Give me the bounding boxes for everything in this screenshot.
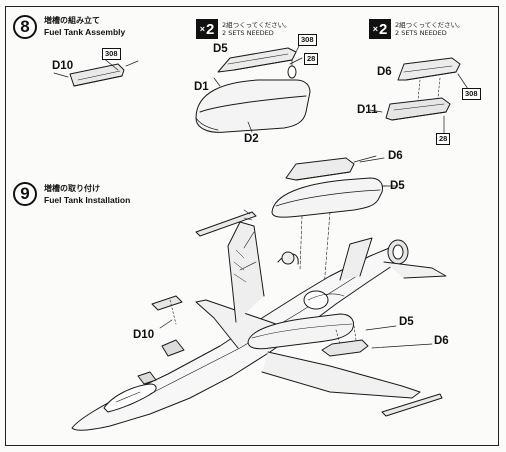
part-label-d6-lower: D6 (434, 335, 449, 347)
step-9-title-jp: 増槽の取り付け (44, 184, 100, 193)
step-8-title-jp: 増槽の組み立て (44, 16, 100, 25)
sets-note-jp-right: 2組つくってください。 (395, 21, 464, 29)
sets-note-en-centre: 2 SETS NEEDED (222, 29, 274, 37)
d10-pylon-drawing (53, 56, 139, 87)
part-label-d6-step8: D6 (377, 66, 392, 78)
part-label-d5-step8: D5 (213, 43, 228, 55)
leader-lines (159, 157, 387, 329)
part-label-d10-step8: D10 (52, 60, 74, 72)
d6-pylon-drawing (397, 57, 471, 93)
d1-d2-fuel-tank-drawing (195, 59, 311, 133)
page-border (5, 6, 499, 446)
sets-note-jp-centre: 2組つくってください。 (222, 21, 291, 29)
part-label-d5-upper: D5 (390, 180, 405, 192)
part-label-d10-step9: D10 (133, 329, 155, 341)
part-label-d2: D2 (244, 133, 259, 145)
part-label-d1: D1 (194, 81, 209, 93)
multiplier-badge-centre: ×2 (196, 19, 218, 39)
callout-308-d6: 308 (462, 88, 481, 100)
step-9-title-en: Fuel Tank Installation (44, 195, 131, 205)
part-label-d6-upper: D6 (388, 150, 403, 162)
multiplier-symbol: × (372, 24, 378, 34)
step-8-title-en: Fuel Tank Assembly (44, 27, 126, 37)
multiplier-symbol: × (199, 24, 205, 34)
upper-d6-pylon-drawing (285, 155, 377, 181)
part-label-d5-lower: D5 (399, 316, 414, 328)
callout-308-d5: 308 (298, 34, 317, 46)
step-9-badge: 9 (13, 182, 37, 206)
callout-28-d5: 28 (304, 53, 319, 65)
d11-pylon-drawing (369, 77, 451, 137)
step-8-badge: 8 (13, 15, 37, 39)
multiplier-count: 2 (378, 20, 388, 38)
multiplier-badge-right: ×2 (369, 19, 391, 39)
callout-308-d10: 308 (102, 48, 121, 60)
multiplier-count: 2 (205, 20, 215, 38)
callout-28-d11: 28 (436, 133, 451, 145)
f18-aircraft-drawing (71, 209, 447, 431)
sets-note-en-right: 2 SETS NEEDED (395, 29, 447, 37)
upper-d5-fuel-tank-drawing (271, 177, 399, 218)
part-label-d11: D11 (357, 104, 378, 116)
